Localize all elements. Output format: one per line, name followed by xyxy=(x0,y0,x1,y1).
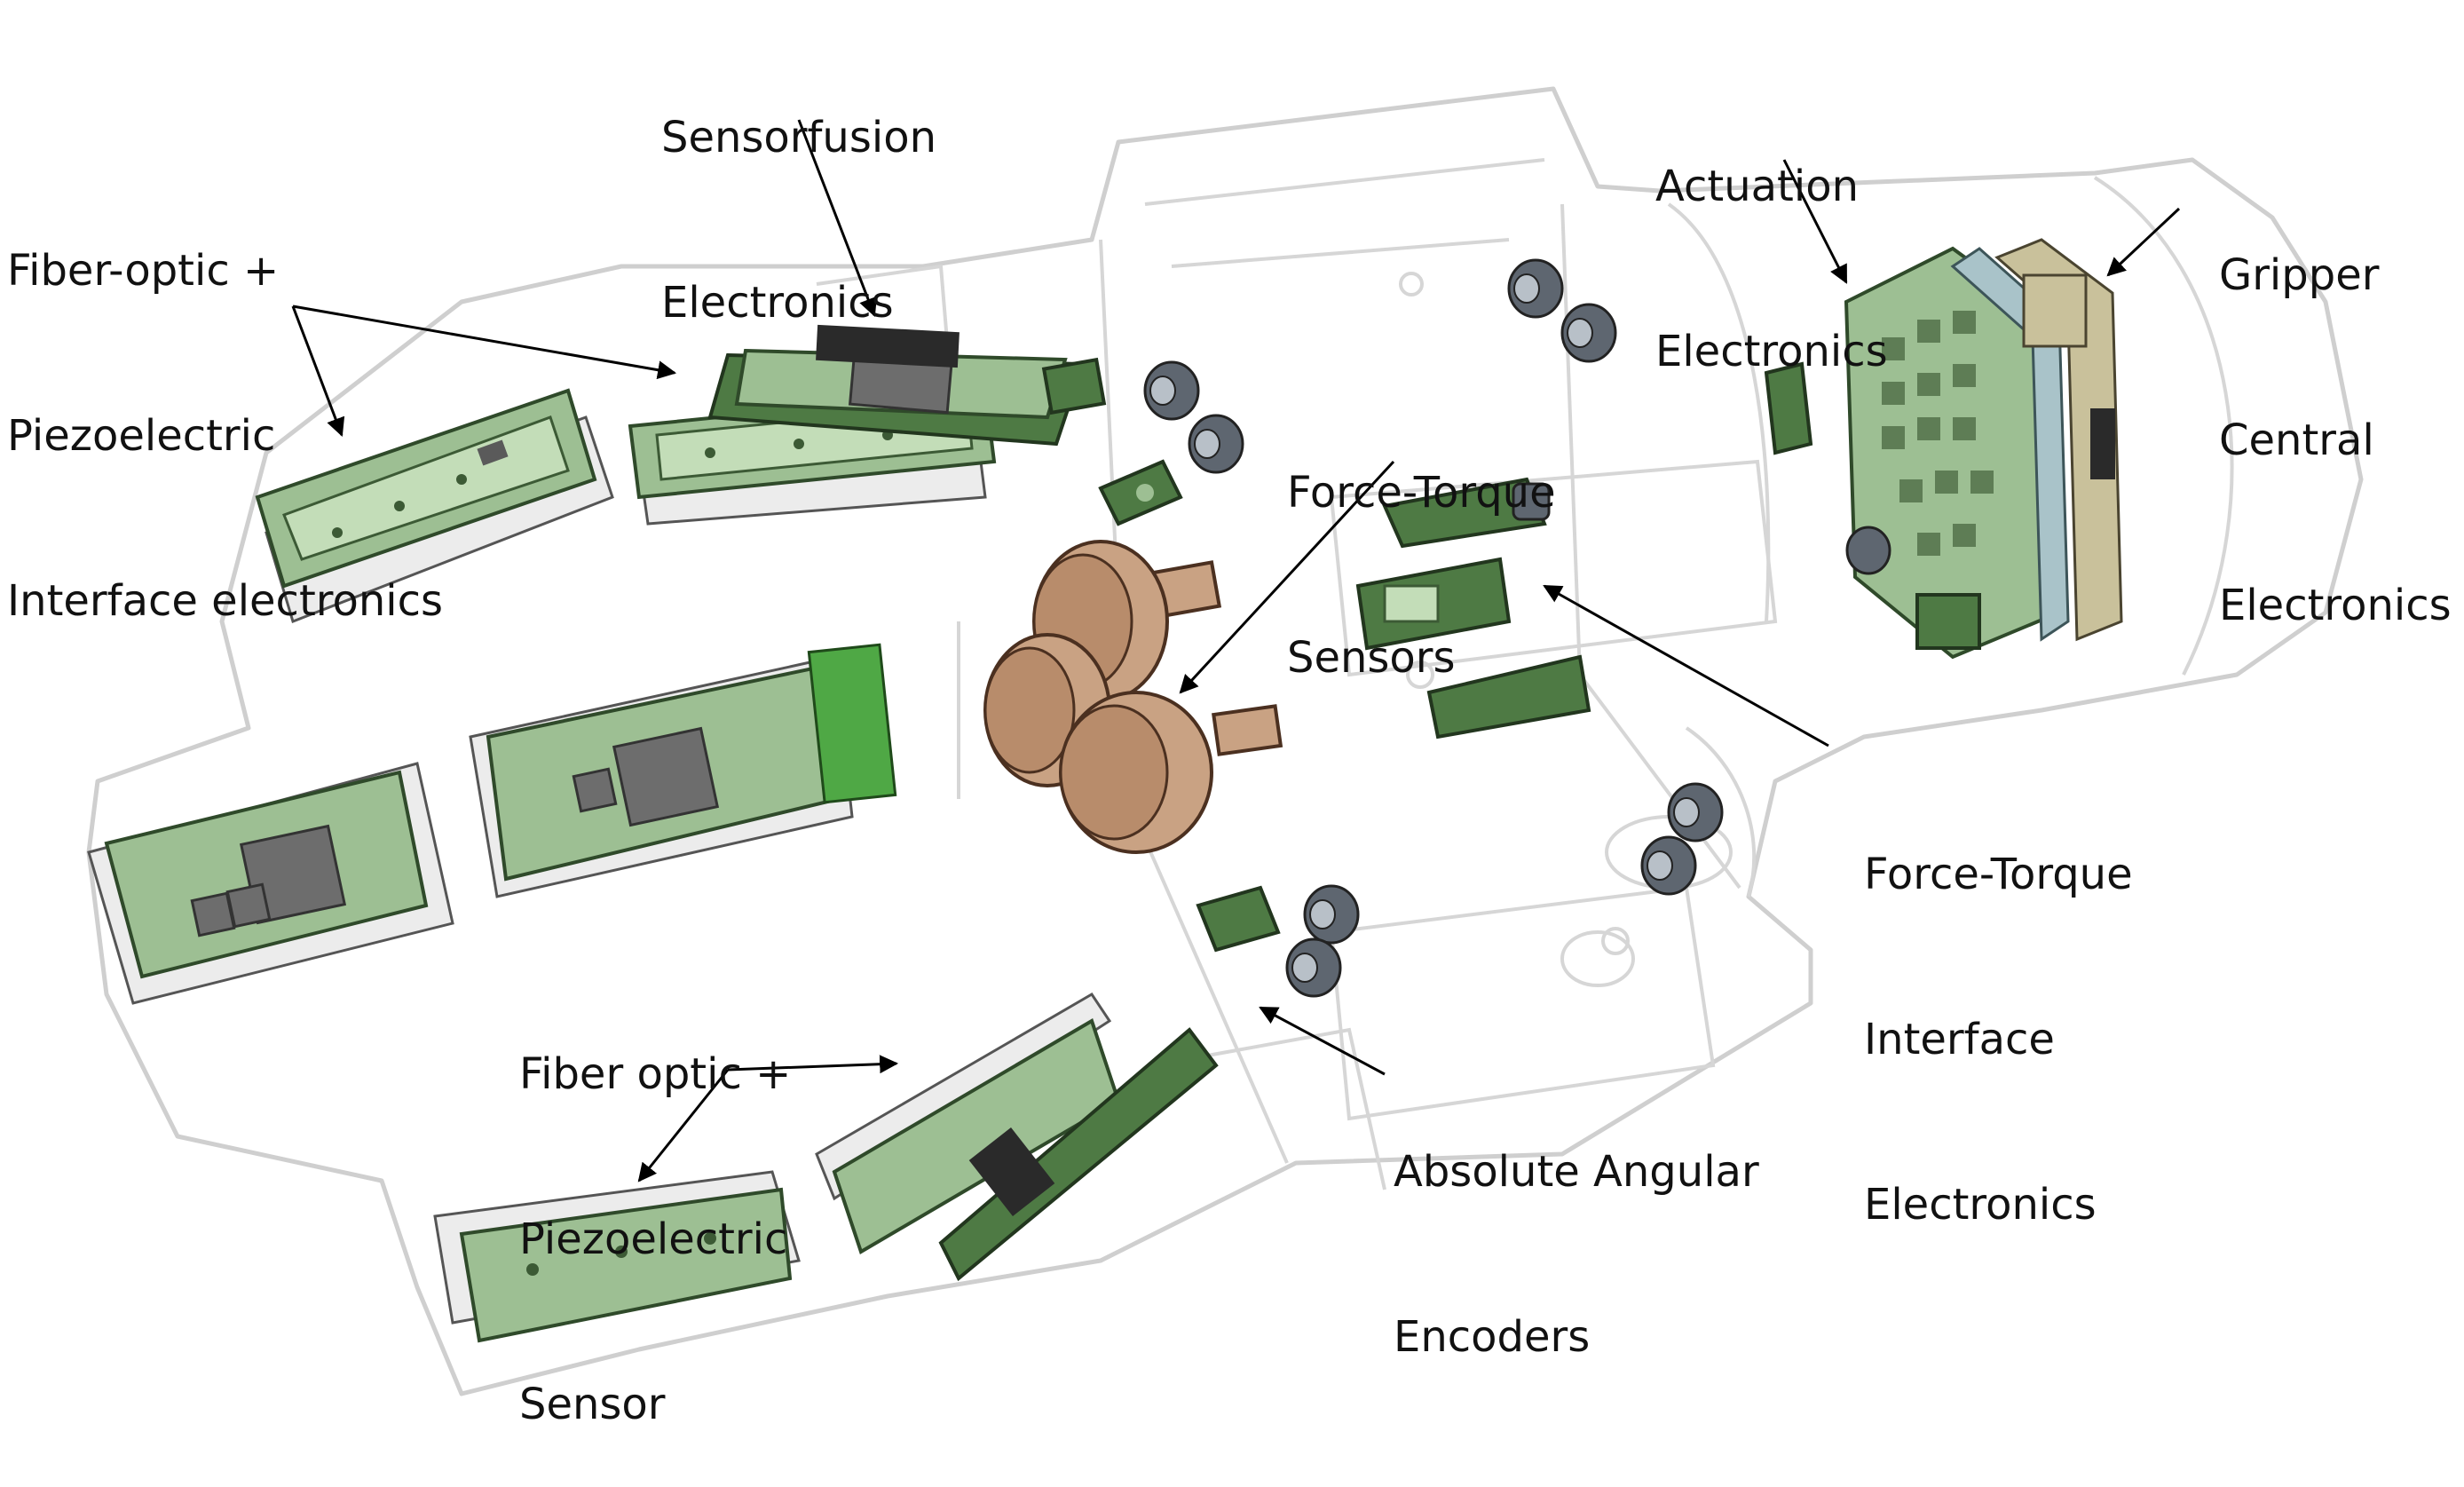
label-line: Fiber optic + xyxy=(519,1049,792,1099)
label-gripper-central: Gripper Central Electronics xyxy=(2219,138,2452,688)
annotation-arrows xyxy=(291,119,2181,1182)
label-line: Fiber-optic + xyxy=(7,246,280,296)
fiber-optic-interface-board-left xyxy=(255,388,614,623)
label-actuation: Actuation Electronics xyxy=(1655,49,1888,434)
absolute-encoder-1 xyxy=(1143,360,1200,421)
encoder-bracket-lower xyxy=(1196,885,1281,953)
label-absolute-encoders: Absolute Angular Encoders xyxy=(1394,1034,1759,1420)
ft-interface-board-2 xyxy=(1355,557,1512,651)
label-line: Electronics xyxy=(1864,1180,2097,1230)
label-line: Interface xyxy=(1864,1015,2055,1064)
middle-finger-board-inner xyxy=(469,643,897,898)
middle-finger-board-outer xyxy=(87,762,454,1005)
absolute-encoder-7 xyxy=(1303,884,1360,945)
label-line: Sensors xyxy=(1287,633,1456,683)
absolute-encoder-8 xyxy=(1285,937,1342,998)
ft-interface-board-3 xyxy=(1426,654,1591,740)
lower-finger-board-outer xyxy=(433,1170,801,1343)
actuation-electronics-board xyxy=(1844,246,2062,660)
actuation-small-connector xyxy=(1764,361,1813,455)
force-torque-sensor-3 xyxy=(1059,691,1283,854)
label-fiber-optic-sensor: Fiber optic + Piezoelectric Sensor xyxy=(519,937,791,1487)
label-force-torque-sensors: Force-Torque Sensors xyxy=(1287,355,1556,740)
sensorfusion-board xyxy=(707,324,1107,447)
label-fiber-optic-interface: Fiber-optic + Piezoelectric Interface el… xyxy=(7,133,443,684)
label-line: Encoders xyxy=(1394,1312,1591,1362)
label-line: Sensor xyxy=(519,1380,666,1429)
label-line: Electronics xyxy=(2219,581,2452,630)
absolute-encoder-4 xyxy=(1560,303,1617,363)
absolute-encoder-2 xyxy=(1188,414,1244,474)
ft-interface-board-1 xyxy=(1382,477,1551,549)
ft-small-bracket xyxy=(1098,459,1183,526)
label-line: Force-Torque xyxy=(1287,468,1556,518)
label-line: Electronics xyxy=(661,278,894,328)
label-line: Force-Torque xyxy=(1864,850,2133,899)
label-line: Electronics xyxy=(1655,327,1888,376)
label-line: Central xyxy=(2219,415,2374,465)
label-line: Sensorfusion xyxy=(661,113,936,162)
lower-finger-board-inner xyxy=(815,992,1219,1282)
label-line: Absolute Angular xyxy=(1394,1147,1759,1197)
label-line: Gripper xyxy=(2219,250,2380,300)
label-force-torque-interface: Force-Torque Interface Electronics xyxy=(1864,737,2133,1287)
absolute-encoder-5 xyxy=(1667,782,1724,842)
gripper-central-electronics-board xyxy=(1950,238,2123,642)
absolute-encoder-3 xyxy=(1507,258,1564,319)
label-sensorfusion: Sensorfusion Electronics xyxy=(661,0,936,385)
label-line: Piezoelectric xyxy=(519,1214,788,1264)
absolute-encoder-6 xyxy=(1640,835,1697,896)
label-line: Piezoelectric xyxy=(7,411,276,461)
label-line: Actuation xyxy=(1655,162,1859,211)
label-line: Interface electronics xyxy=(7,576,443,626)
